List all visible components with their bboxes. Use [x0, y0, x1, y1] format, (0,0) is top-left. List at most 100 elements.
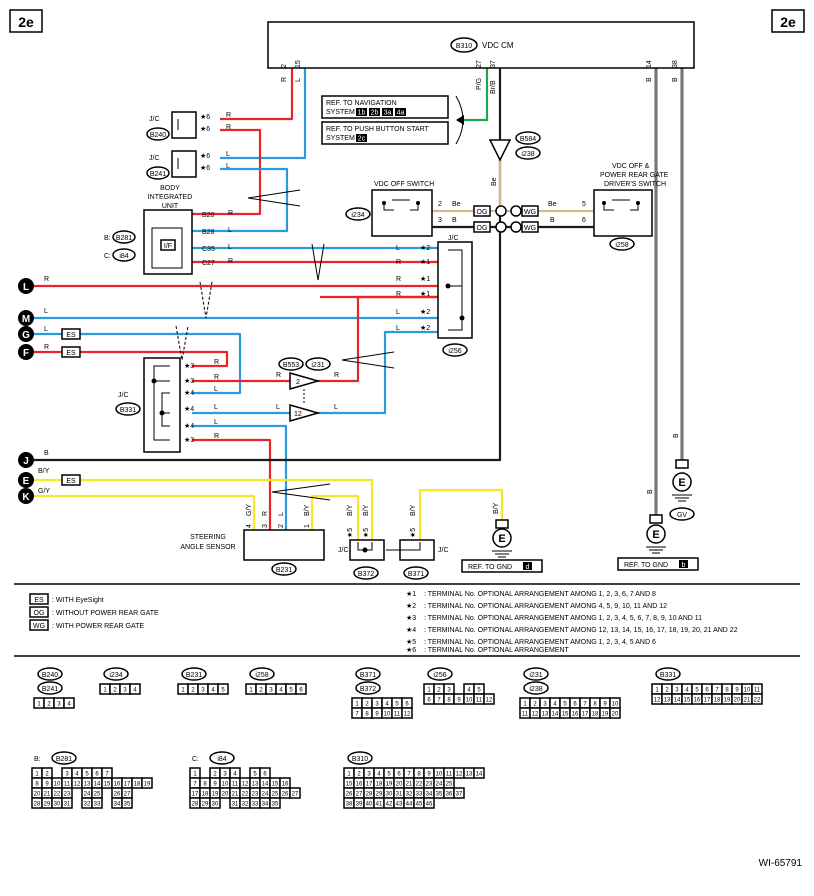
- connector-pin: 9: [457, 698, 461, 704]
- i231-wire-color: R: [334, 372, 339, 379]
- wire-term-f-red: [33, 350, 229, 368]
- ref-nav-page[interactable]: 3a: [384, 110, 392, 117]
- connector-pin: 7: [407, 772, 411, 778]
- connector-view-code: B371: [360, 672, 376, 679]
- ext-terminal-m[interactable]: [18, 310, 34, 326]
- i256-row-star: ★1: [420, 290, 430, 298]
- connector-pin: 16: [694, 698, 701, 704]
- ref-arrow-icon: [456, 115, 464, 125]
- connector-pin: 30: [212, 802, 219, 808]
- ground-d: B/Y E REF. TO GND d: [461, 502, 543, 573]
- connector-pin: 3: [123, 688, 127, 694]
- switch-contact-icon: [382, 201, 386, 205]
- connector-pin: 12: [532, 712, 539, 718]
- wg-tag: [521, 205, 539, 217]
- connector-view-prefix: B:: [34, 756, 41, 763]
- connector-pin: 1: [523, 702, 527, 708]
- connector-pin: 42: [386, 802, 393, 808]
- b281-oval: [112, 230, 136, 244]
- connector-cell: [61, 797, 73, 809]
- b553-wire-color: R: [276, 372, 281, 379]
- b241-color: L: [226, 163, 230, 170]
- vdc-pin-num: 38: [672, 60, 679, 68]
- connector-pin: 10: [466, 698, 473, 704]
- ext-terminal-l[interactable]: [18, 278, 34, 294]
- ext-terminal-g[interactable]: [18, 326, 34, 342]
- vdc-pin-color: B: [672, 77, 679, 82]
- gnd-d-tag[interactable]: d: [526, 564, 530, 571]
- b372-color: B/Y: [347, 504, 354, 516]
- connector-pin: 15: [684, 698, 691, 704]
- connector-pin: 19: [602, 712, 609, 718]
- steer-pin: 3: [262, 524, 269, 528]
- ext-terminal-f[interactable]: [18, 344, 34, 360]
- mid-wire-color: Be: [491, 177, 498, 186]
- connector-pin: 8: [725, 688, 729, 694]
- body-pin: C27: [202, 260, 215, 267]
- body-unit-title1: BODY: [160, 185, 180, 192]
- connector-pin: 4: [75, 772, 79, 778]
- i258-code: i258: [615, 242, 628, 249]
- b331-color: R: [214, 374, 219, 381]
- connector-pin: 5: [395, 702, 399, 708]
- i231-oval: [305, 357, 331, 371]
- connector-pin: 17: [704, 698, 711, 704]
- b584-conn-icon: [488, 139, 512, 162]
- ref-nav-page[interactable]: 2b: [371, 110, 379, 117]
- vdc-off-pin-color: Be: [452, 201, 461, 208]
- ref-nav-page[interactable]: 1b: [358, 110, 366, 117]
- connector-pin: 13: [542, 712, 549, 718]
- body-pin: B20: [202, 212, 215, 219]
- body-pin-color: L: [228, 244, 232, 251]
- connector-pin: 4: [553, 702, 557, 708]
- wires: [33, 68, 684, 540]
- connector-pin: 23: [64, 792, 71, 798]
- es-tag: [61, 474, 81, 486]
- connector-pin: 7: [583, 702, 587, 708]
- connector-pin: 6: [427, 698, 431, 704]
- connector-pin: 15: [104, 782, 111, 788]
- connector-view-code: i238: [529, 686, 542, 693]
- connector-pin: 6: [263, 772, 267, 778]
- connector-pin: 12: [486, 698, 493, 704]
- body-pin: C35: [202, 246, 215, 253]
- connector-pin: 22: [54, 792, 61, 798]
- connector-pin: 28: [366, 792, 373, 798]
- connector-pin: 2: [365, 702, 369, 708]
- connector-view-oval: [355, 667, 381, 681]
- connector-view-oval: [347, 751, 373, 765]
- i238-code: i238: [521, 151, 534, 158]
- og-tag-text: OG: [477, 209, 488, 216]
- legend-desc: : TERMINAL No. OPTIONAL ARRANGEMENT AMON…: [424, 639, 656, 646]
- connector-view-code: B240: [42, 672, 58, 679]
- gnd-b-letter: E: [652, 529, 659, 541]
- b553-wire-color: L: [276, 404, 280, 411]
- connector-pin: 19: [386, 782, 393, 788]
- connector-pin: 1: [249, 688, 253, 694]
- gnd-b-tag[interactable]: b: [682, 562, 686, 569]
- jc-top-label-2: J/C: [149, 155, 160, 162]
- gnd-gv-wire: B: [673, 433, 680, 438]
- ref-nav-page[interactable]: 4a: [397, 110, 405, 117]
- doc-code: WI-65791: [759, 858, 803, 869]
- legend-desc: : TERMINAL No. OPTIONAL ARRANGEMENT: [424, 647, 570, 654]
- ref-push-page[interactable]: 2c: [358, 136, 366, 143]
- ext-terminal-j[interactable]: [18, 452, 34, 468]
- connector-pin: 6: [299, 688, 303, 694]
- connector-view-oval: [181, 667, 207, 681]
- connector-pin: 17: [124, 782, 131, 788]
- body-pin-color: R: [228, 258, 233, 265]
- connector-pin: 7: [105, 772, 109, 778]
- legend-mark: ★3: [406, 614, 416, 622]
- wire-b331-steer-l: [192, 424, 288, 530]
- i84-code: i84: [119, 253, 128, 260]
- ext-terminal-e[interactable]: [18, 472, 34, 488]
- switch-contact-icon: [416, 201, 420, 205]
- ext-terminal-k[interactable]: [18, 488, 34, 504]
- connector-pin: 11: [64, 782, 71, 788]
- connector-pin: 10: [744, 688, 751, 694]
